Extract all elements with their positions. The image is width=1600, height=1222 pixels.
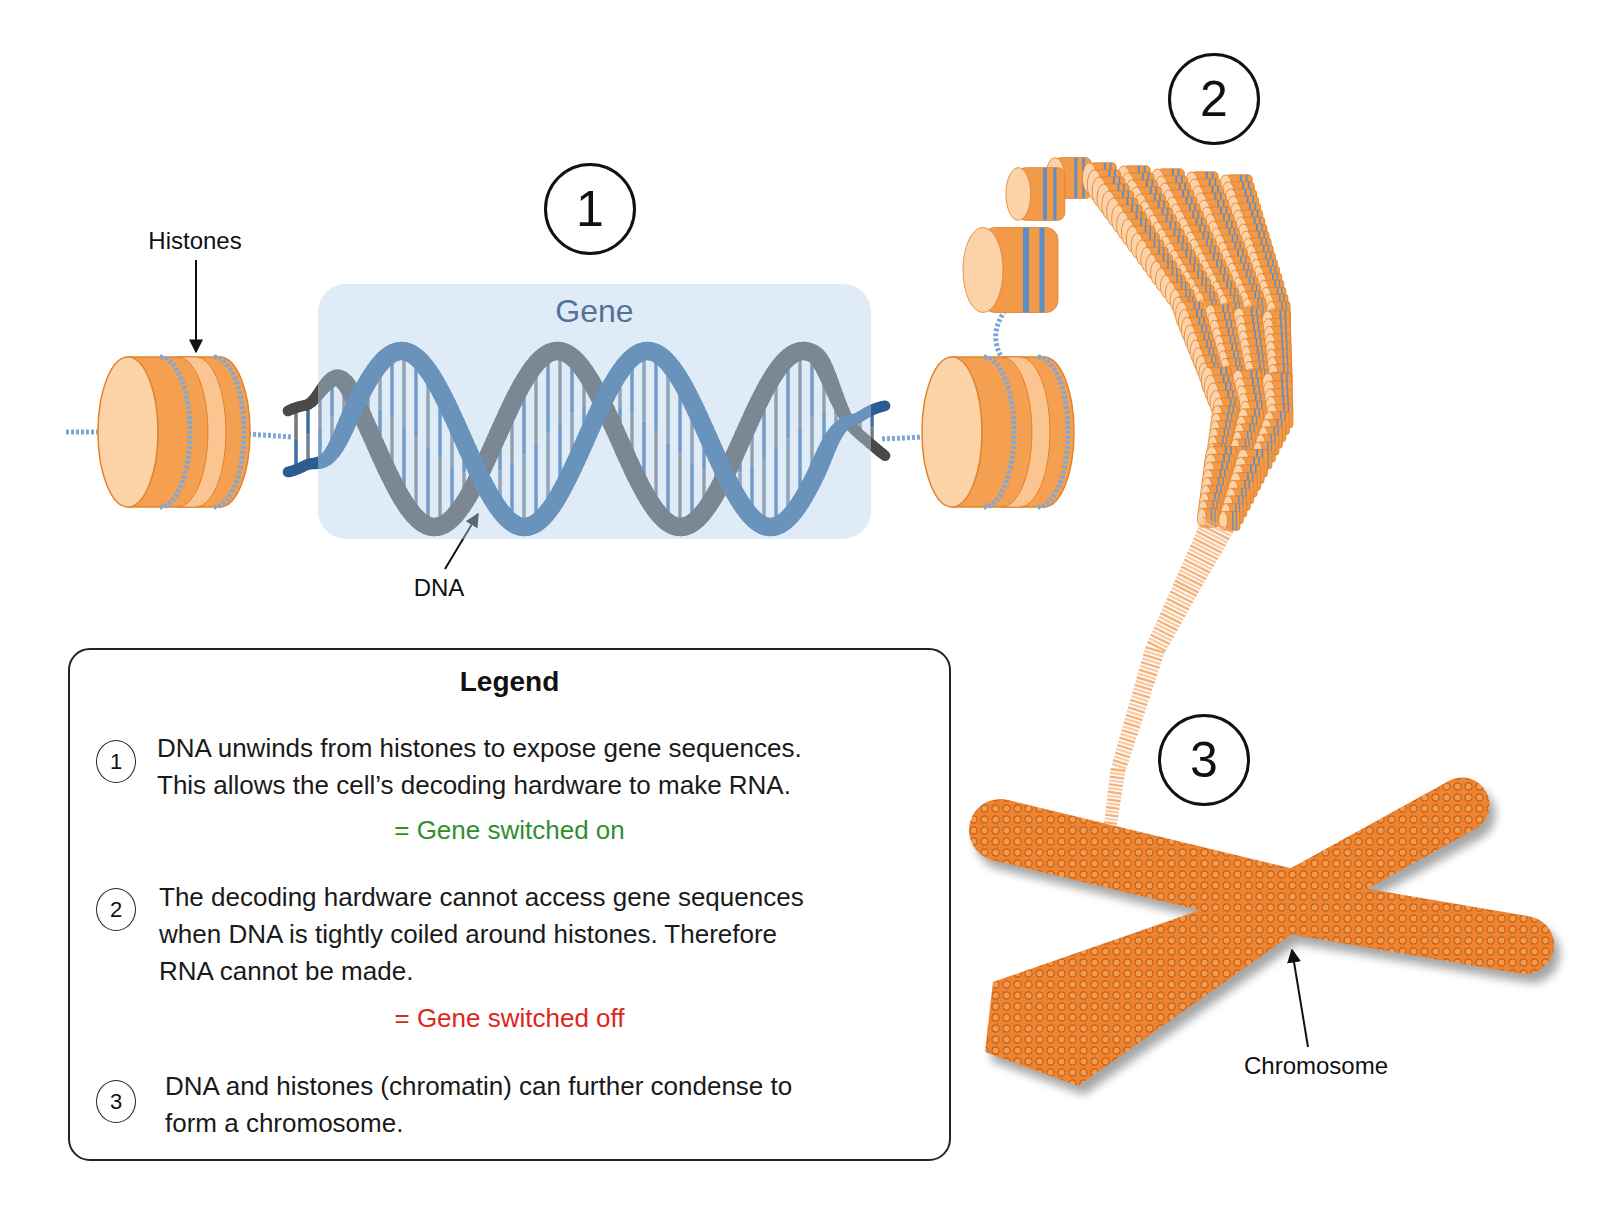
callout-text: 3: [1190, 735, 1218, 785]
callout-number: 1: [544, 163, 636, 255]
legend-text: DNA unwinds from histones to expose gene…: [157, 730, 822, 804]
callout-number: 2: [1168, 53, 1260, 145]
callout-number: 3: [96, 1080, 136, 1123]
fibre-tail: [1110, 773, 1125, 775]
linker-dna: [248, 434, 292, 437]
fibre-tail: [1105, 818, 1118, 820]
fibre-tail: [1108, 792, 1122, 794]
fibre-tail: [1107, 803, 1120, 805]
nucleosome-stripe: [1043, 168, 1047, 221]
fibre-tail: [1108, 788, 1122, 790]
callout-number: 3: [1158, 714, 1250, 806]
fibre-tail: [1110, 777, 1125, 779]
nucleosome-stripe: [1232, 511, 1233, 530]
fibre-tail: [1112, 764, 1126, 768]
chromosome: [985, 805, 1525, 1086]
dna-strand: [882, 400, 885, 411]
gene-region: Gene: [318, 284, 871, 539]
callout-text: 1: [576, 184, 604, 234]
chromatin-fibre: [963, 158, 1293, 839]
part-label: DNA: [414, 574, 465, 603]
nucleosome-face: [1006, 168, 1031, 221]
callout-number: 2: [96, 888, 136, 931]
callout-text: 2: [110, 899, 122, 921]
legend-box: LegendDNA unwinds from histones to expos…: [68, 648, 951, 1161]
leader-arrow: [195, 260, 197, 352]
linker-dna: [996, 312, 1004, 360]
callout-text: 3: [110, 1091, 122, 1113]
dna-strand: [882, 453, 885, 455]
fibre-tail: [1107, 796, 1121, 798]
nucleosome-face: [963, 228, 1003, 313]
histone: [922, 357, 1074, 507]
part-label: Chromosome: [1244, 1052, 1388, 1081]
fibre-tail: [1107, 799, 1121, 801]
callout-number: 1: [96, 740, 136, 783]
legend-text: DNA and histones (chromatin) can further…: [165, 1068, 830, 1142]
nucleosome-stripe: [1053, 168, 1056, 221]
fibre-tail: [1106, 807, 1119, 809]
nucleosome-stripe: [1074, 158, 1077, 199]
callout-text: 1: [110, 751, 122, 773]
fibre-tail: [1109, 784, 1123, 786]
gene-off-note: = Gene switched off: [70, 1000, 949, 1037]
fibre-tail: [1111, 769, 1126, 771]
fibre-tail: [1105, 815, 1118, 817]
fibre-tail: [1106, 811, 1119, 813]
leader-arrow: [1292, 950, 1308, 1047]
gene-label: Gene: [318, 294, 871, 329]
linker-dna: [882, 437, 924, 439]
callout-text: 2: [1200, 74, 1228, 124]
fibre-tail: [1109, 780, 1123, 782]
linker-dna: [66, 430, 100, 435]
nucleosome-stripe: [1023, 228, 1029, 313]
nucleosome-stripe: [1040, 228, 1045, 313]
part-label: Histones: [148, 227, 241, 256]
gene-on-note: = Gene switched on: [70, 812, 949, 849]
fibre-tail: [1104, 822, 1117, 824]
nucleosome-stripe: [1236, 511, 1237, 530]
histone: [98, 357, 250, 507]
legend-text: The decoding hardware cannot access gene…: [159, 879, 824, 990]
legend-heading: Legend: [70, 664, 949, 700]
